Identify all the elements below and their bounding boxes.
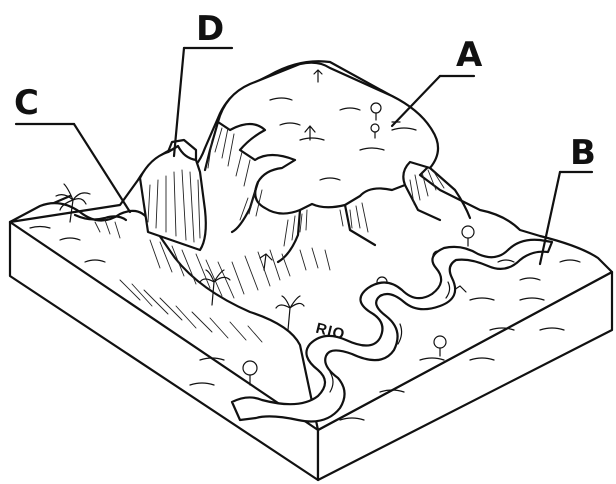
label-c: C (14, 83, 39, 123)
label-b: B (570, 133, 596, 173)
label-c-group: C (14, 83, 130, 212)
label-a-group: A (392, 35, 483, 126)
butte-d (140, 140, 206, 250)
label-a: A (456, 35, 483, 75)
label-d: D (196, 9, 224, 49)
